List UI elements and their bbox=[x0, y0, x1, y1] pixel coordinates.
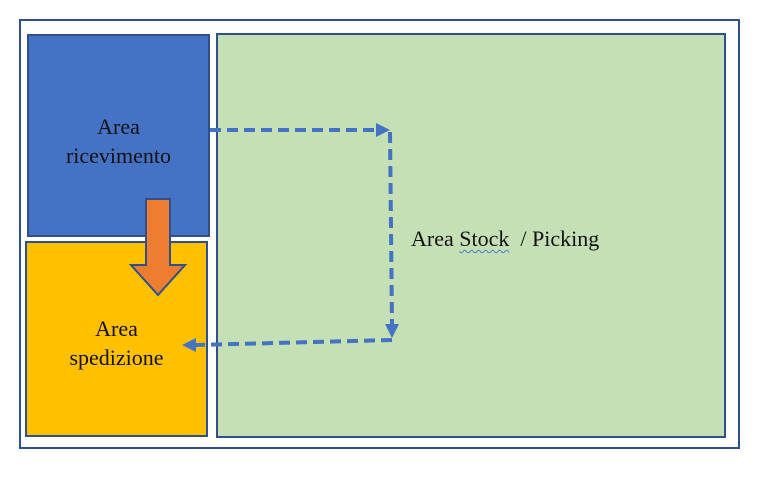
flow-receiving-to-shipping bbox=[128, 198, 188, 297]
stock-label-suffix: / Picking bbox=[509, 226, 600, 251]
arrowhead-down bbox=[385, 324, 399, 338]
stock-label-prefix: Area bbox=[411, 226, 460, 251]
dashed-line-stock-to-shipping bbox=[195, 338, 393, 347]
stock-picking-area-label: Area Stock / Picking bbox=[411, 224, 599, 253]
receiving-area bbox=[27, 34, 210, 237]
dashed-line-stock-vertical bbox=[388, 131, 394, 326]
shipping-area-label-line-2: spedizione bbox=[69, 345, 164, 370]
stock-picking-area bbox=[216, 33, 726, 438]
receiving-area-label-line-1: Area bbox=[97, 114, 140, 139]
arrowhead-left bbox=[182, 338, 196, 352]
receiving-area-label: Area ricevimento bbox=[27, 112, 210, 170]
orange-down-arrow bbox=[128, 198, 188, 297]
stock-label-spellcheck-word: Stock bbox=[459, 226, 510, 251]
receiving-area-label-line-2: ricevimento bbox=[65, 143, 172, 168]
arrowhead-right bbox=[376, 123, 390, 137]
shipping-area-label-line-1: Area bbox=[95, 316, 138, 341]
flow-stock-to-shipping bbox=[182, 131, 399, 352]
shipping-area-label: Area spedizione bbox=[25, 314, 208, 372]
flow-receiving-to-stock bbox=[210, 123, 390, 137]
